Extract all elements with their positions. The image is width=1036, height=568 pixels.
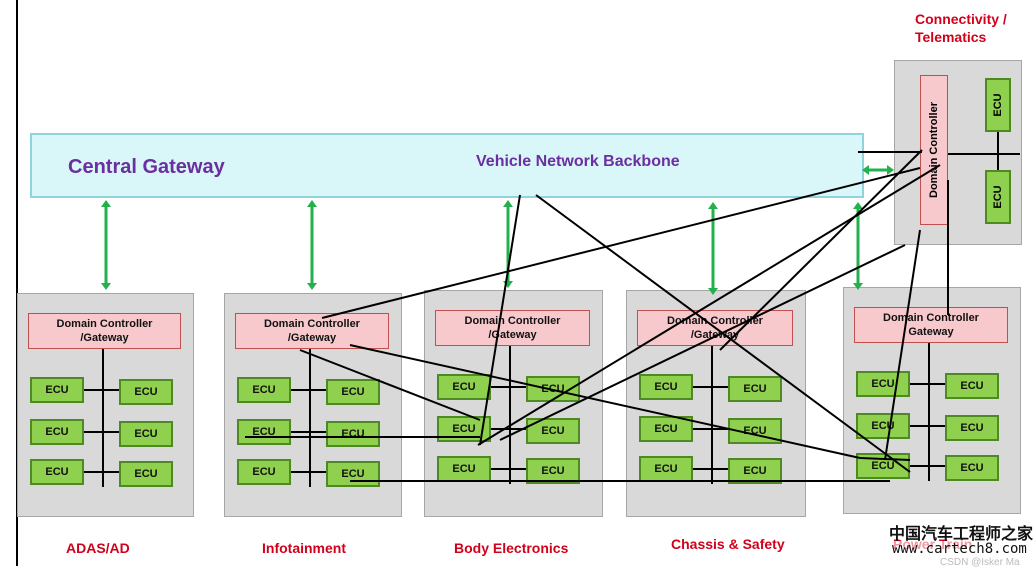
domain-bus xyxy=(509,346,511,484)
ecu-bus-link xyxy=(910,383,948,385)
ecu-bus-link xyxy=(491,428,529,430)
ecu: ECU xyxy=(437,456,491,482)
domain-caption: Infotainment xyxy=(262,540,346,556)
ecu: ECU xyxy=(526,376,580,402)
ecu: ECU xyxy=(237,459,291,485)
watermark-csdn: CSDN @Isker Ma xyxy=(940,557,1020,568)
ecu-bus-link xyxy=(491,386,529,388)
ecu: ECU xyxy=(639,374,693,400)
ecu: ECU xyxy=(856,371,910,397)
domain-caption: ADAS/AD xyxy=(66,540,130,556)
ecu-bus-link xyxy=(84,389,122,391)
backbone-label: Vehicle Network Backbone xyxy=(476,153,680,170)
ecu-bus-link xyxy=(291,471,329,473)
central-gateway-label: Central Gateway xyxy=(68,156,225,178)
domain-bus xyxy=(711,346,713,484)
domain-caption: Chassis & Safety xyxy=(671,536,785,552)
connectivity-ecu-1: ECU xyxy=(985,78,1011,132)
domain-bus xyxy=(309,349,311,487)
ecu-bus-link xyxy=(693,386,731,388)
domain-controller-gateway: Domain Controller /Gateway xyxy=(235,313,389,349)
ecu: ECU xyxy=(728,458,782,484)
domain-controller-gateway: Domain Controller /Gateway xyxy=(435,310,590,346)
domain-controller-gateway: Domain Controller Gateway xyxy=(854,307,1008,343)
ecu: ECU xyxy=(856,453,910,479)
domain-bus xyxy=(102,349,104,487)
ecu: ECU xyxy=(728,376,782,402)
ecu: ECU xyxy=(30,459,84,485)
ecu: ECU xyxy=(526,458,580,484)
ecu: ECU xyxy=(237,419,291,445)
ecu: ECU xyxy=(639,456,693,482)
ecu: ECU xyxy=(119,379,173,405)
connectivity-bus-link xyxy=(948,153,1020,155)
ecu: ECU xyxy=(30,419,84,445)
watermark-url: www.cartech8.com xyxy=(892,541,1027,557)
ecu-bus-link xyxy=(693,428,731,430)
ecu: ECU xyxy=(437,416,491,442)
connectivity-ecu-2: ECU xyxy=(985,170,1011,224)
ecu: ECU xyxy=(945,455,999,481)
watermark-cn: 中国汽车工程师之家 xyxy=(889,524,1034,543)
ecu: ECU xyxy=(945,415,999,441)
ecu: ECU xyxy=(30,377,84,403)
ecu-bus-link xyxy=(291,431,329,433)
ecu: ECU xyxy=(856,413,910,439)
ecu: ECU xyxy=(119,461,173,487)
ecu: ECU xyxy=(237,377,291,403)
ecu: ECU xyxy=(639,416,693,442)
ecu-bus-link xyxy=(910,465,948,467)
diagram-frame xyxy=(16,0,1036,566)
domain-controller-gateway: Domain Controller /Gateway xyxy=(637,310,793,346)
ecu: ECU xyxy=(326,379,380,405)
connectivity-domain-controller: Domain Controller xyxy=(920,75,948,225)
ecu: ECU xyxy=(326,461,380,487)
ecu-bus-link xyxy=(84,471,122,473)
connectivity-caption: Connectivity / Telematics xyxy=(915,11,1007,45)
ecu-bus-link xyxy=(491,468,529,470)
connectivity-bus xyxy=(997,105,999,175)
ecu: ECU xyxy=(945,373,999,399)
ecu-bus-link xyxy=(693,468,731,470)
ecu: ECU xyxy=(119,421,173,447)
ecu: ECU xyxy=(437,374,491,400)
domain-bus xyxy=(928,343,930,481)
ecu-bus-link xyxy=(291,389,329,391)
ecu: ECU xyxy=(526,418,580,444)
domain-caption: Body Electronics xyxy=(454,540,569,556)
ecu: ECU xyxy=(728,418,782,444)
ecu: ECU xyxy=(326,421,380,447)
domain-controller-gateway: Domain Controller /Gateway xyxy=(28,313,181,349)
ecu-bus-link xyxy=(910,425,948,427)
ecu-bus-link xyxy=(84,431,122,433)
